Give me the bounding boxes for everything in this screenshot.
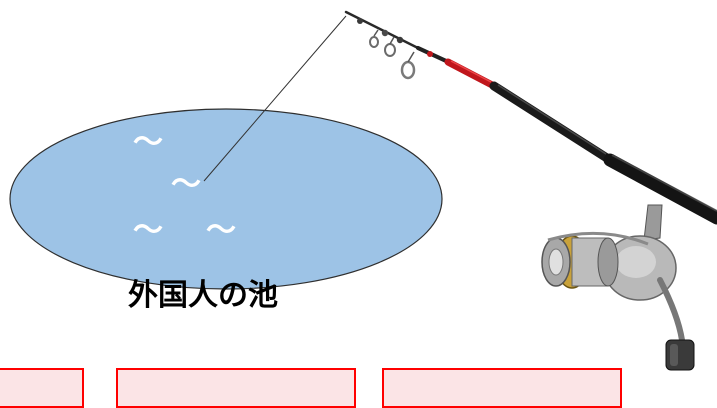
fishing-scene — [9, 10, 717, 371]
fishing-rod-icon — [344, 10, 717, 225]
wave-mark: ～ — [171, 167, 201, 202]
pond-label: 外国人の池 — [128, 278, 278, 313]
option-box-2 — [116, 368, 356, 408]
pond — [9, 108, 443, 290]
option-box-1 — [0, 368, 84, 408]
spinning-reel-icon — [541, 204, 695, 371]
wave-mark: ～ — [206, 213, 236, 248]
wave-mark: ～ — [133, 125, 163, 160]
option-box-3 — [382, 368, 622, 408]
wave-mark: ～ — [133, 213, 163, 248]
fishing-line — [203, 15, 347, 182]
